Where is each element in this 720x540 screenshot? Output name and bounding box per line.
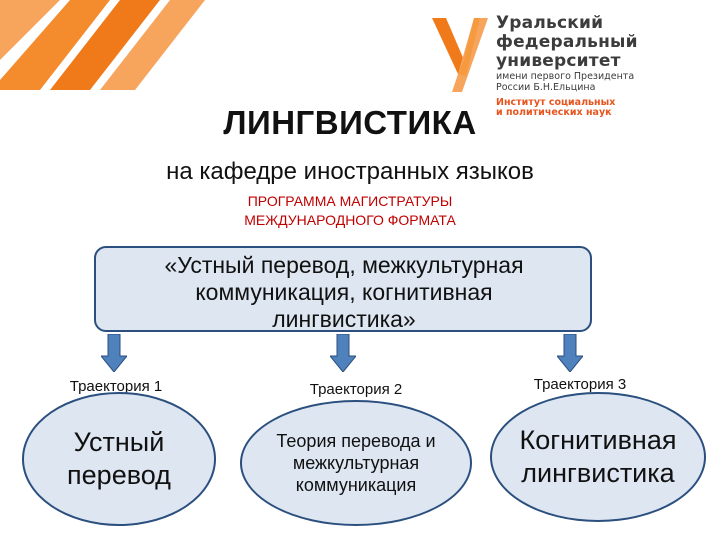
program-line: МЕЖДУНАРОДНОГО ФОРМАТА [244,212,456,228]
institute-name: Институт социальных [496,97,616,108]
arrow-down-icon [101,334,127,372]
arrow-down-icon [557,334,583,372]
track-ellipse: Устный перевод [22,392,216,526]
decorative-stripes [0,0,205,90]
main-program-line: «Устный перевод, межкультурная [164,252,524,278]
track-name: перевод [67,460,171,490]
page-title: ЛИНГВИСТИКА [223,104,477,141]
track-name: Когнитивная [519,425,677,455]
track-label: Траектория 1 [69,378,163,395]
track-name: коммуникация [295,475,417,495]
logo-line: федеральный [496,32,638,52]
logo-line: университет [496,51,621,71]
university-logo-icon [432,18,488,92]
track-name: Устный [73,427,165,457]
logo-line: имени первого Президента [496,71,635,82]
track-label: Траектория 2 [309,381,403,398]
main-program-line: коммуникация, когнитивная [195,279,493,305]
main-program-box [94,246,592,332]
track-ellipse: Когнитивная лингвистика [490,392,706,522]
institute-name: и политических наук [496,107,612,118]
logo-line: России Б.Н.Ельцина [496,82,596,93]
main-program-line: лингвистика» [272,306,416,332]
logo-line: Уральский [496,13,604,33]
track-name: лингвистика [521,458,675,488]
track-name: межкультурная [292,453,420,473]
program-line: ПРОГРАММА МАГИСТРАТУРЫ [247,193,453,209]
main-program-title: «Устный перевод, межкультурная коммуника… [94,252,594,333]
page-subtitle: на кафедре иностранных языков [166,158,534,185]
track-ellipse: Теория перевода и межкультурная коммуник… [240,400,472,526]
track-label: Траектория 3 [533,376,627,393]
track-name: Теория перевода и [276,431,436,451]
program-description: ПРОГРАММА МАГИСТРАТУРЫ МЕЖДУНАРОДНОГО ФО… [170,192,530,230]
arrow-down-icon [330,334,356,372]
university-logo-text: Уральский федеральный университет имени … [496,14,711,118]
